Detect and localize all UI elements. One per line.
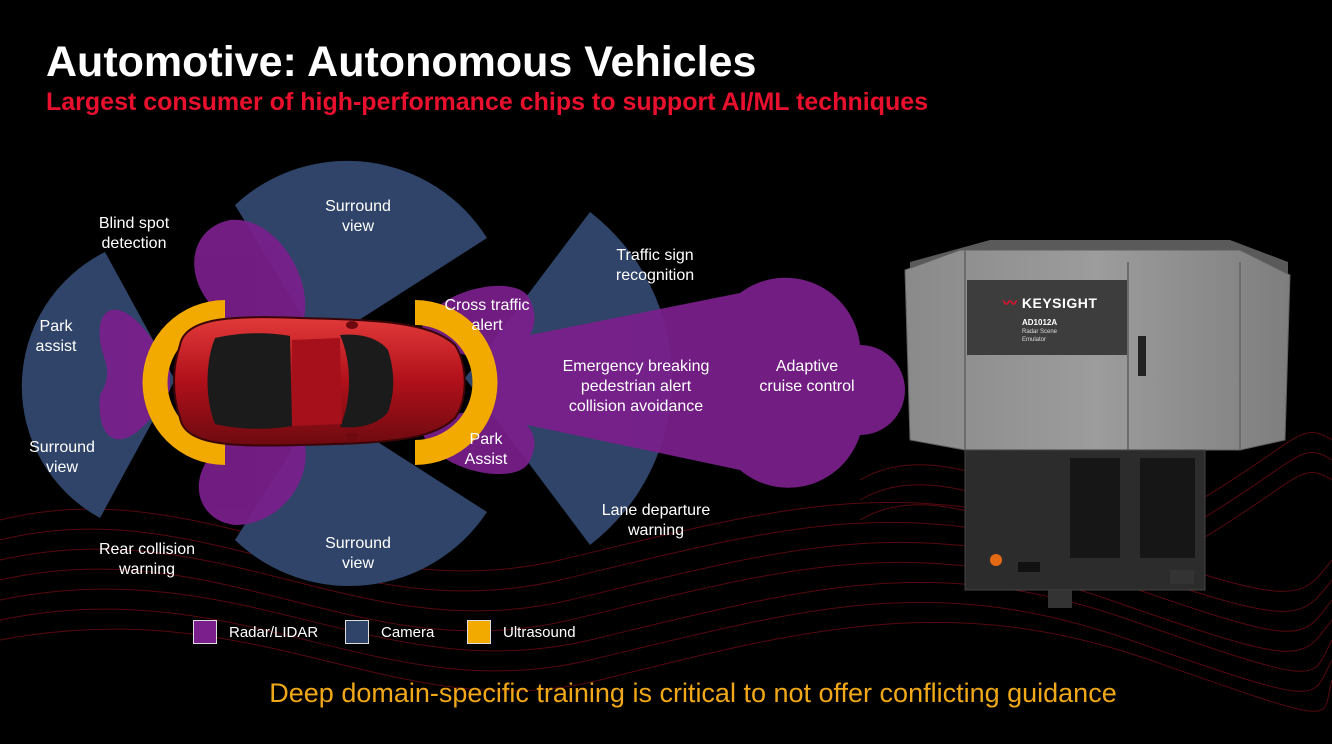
red-wave-background <box>0 432 1332 712</box>
ultrasound-zones <box>142 300 498 465</box>
radar-zone-front-long <box>480 277 905 488</box>
device-model: AD1012A <box>1022 318 1058 327</box>
legend-item-radar: Radar/LIDAR <box>193 620 318 644</box>
legend-label-radar: Radar/LIDAR <box>229 623 319 641</box>
camera-zone-rear <box>21 252 175 518</box>
device-brand: KEYSIGHT <box>1021 295 1098 311</box>
keysight-wave-icon: 〰 <box>1003 295 1018 311</box>
legend-item-camera: Camera <box>345 620 434 644</box>
footer-statement: Deep domain-specific training is critica… <box>269 678 1117 708</box>
legend-label-ultrasound: Ultrasound <box>503 623 576 641</box>
radar-zone-blind-spot-bottom <box>198 430 306 525</box>
legend-swatch-radar <box>193 620 217 644</box>
ultrasound-zone-rear <box>142 300 225 465</box>
car-top-view <box>173 316 466 447</box>
ultrasound-zone-front <box>415 300 498 465</box>
slide-subtitle: Largest consumer of high-performance chi… <box>46 88 929 116</box>
radar-zone-cross-rear <box>420 410 535 475</box>
legend-swatch-ultrasound <box>467 620 491 644</box>
legend-label-camera: Camera <box>381 623 435 641</box>
legend-item-ultrasound: Ultrasound <box>467 620 576 644</box>
device-brand-logo: 〰 KEYSIGHT <box>1003 293 1097 313</box>
legend-swatch-camera <box>345 620 369 644</box>
slide-title: Automotive: Autonomous Vehicles <box>46 38 757 86</box>
radar-scene-emulator-device <box>904 240 1291 608</box>
